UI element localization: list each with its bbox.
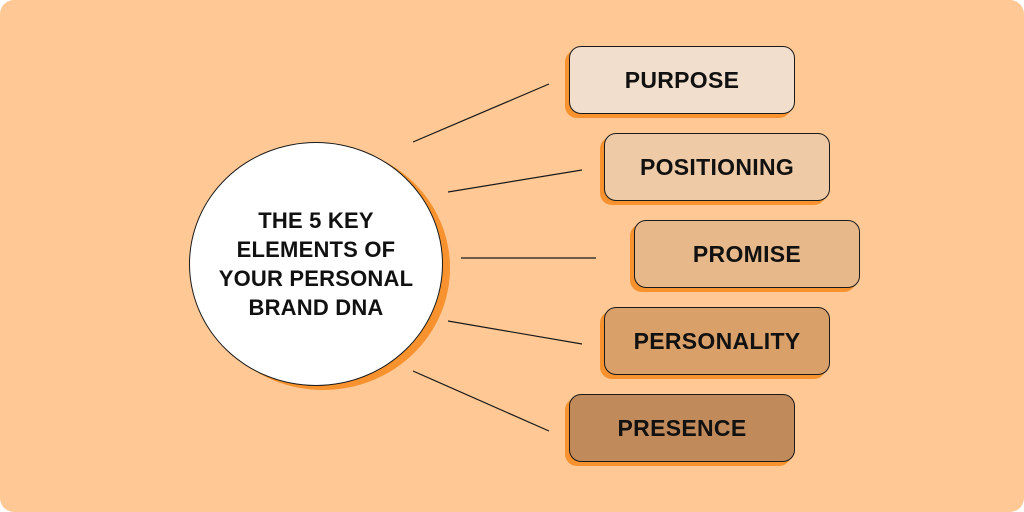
connector-personality bbox=[447, 320, 583, 345]
hub-circle: THE 5 KEY ELEMENTS OF YOUR PERSONAL BRAN… bbox=[189, 142, 443, 386]
element-label: PERSONALITY bbox=[633, 327, 801, 354]
element-label: POSITIONING bbox=[639, 153, 795, 180]
element-box: PURPOSE bbox=[569, 46, 795, 114]
element-label: PRESENCE bbox=[617, 414, 747, 441]
element-positioning: POSITIONING bbox=[600, 133, 830, 205]
element-purpose: PURPOSE bbox=[565, 46, 795, 118]
connector-presence bbox=[412, 370, 550, 432]
element-label: PROMISE bbox=[692, 240, 802, 267]
connector-purpose bbox=[412, 83, 550, 143]
element-label: PURPOSE bbox=[624, 66, 740, 93]
element-box: PRESENCE bbox=[569, 394, 795, 462]
connector-positioning bbox=[447, 169, 583, 193]
element-promise: PROMISE bbox=[630, 220, 860, 292]
element-presence: PRESENCE bbox=[565, 394, 795, 466]
element-personality: PERSONALITY bbox=[600, 307, 830, 379]
element-box: PROMISE bbox=[634, 220, 860, 288]
element-box: PERSONALITY bbox=[604, 307, 830, 375]
element-box: POSITIONING bbox=[604, 133, 830, 201]
hub-title: THE 5 KEY ELEMENTS OF YOUR PERSONAL BRAN… bbox=[218, 208, 414, 320]
